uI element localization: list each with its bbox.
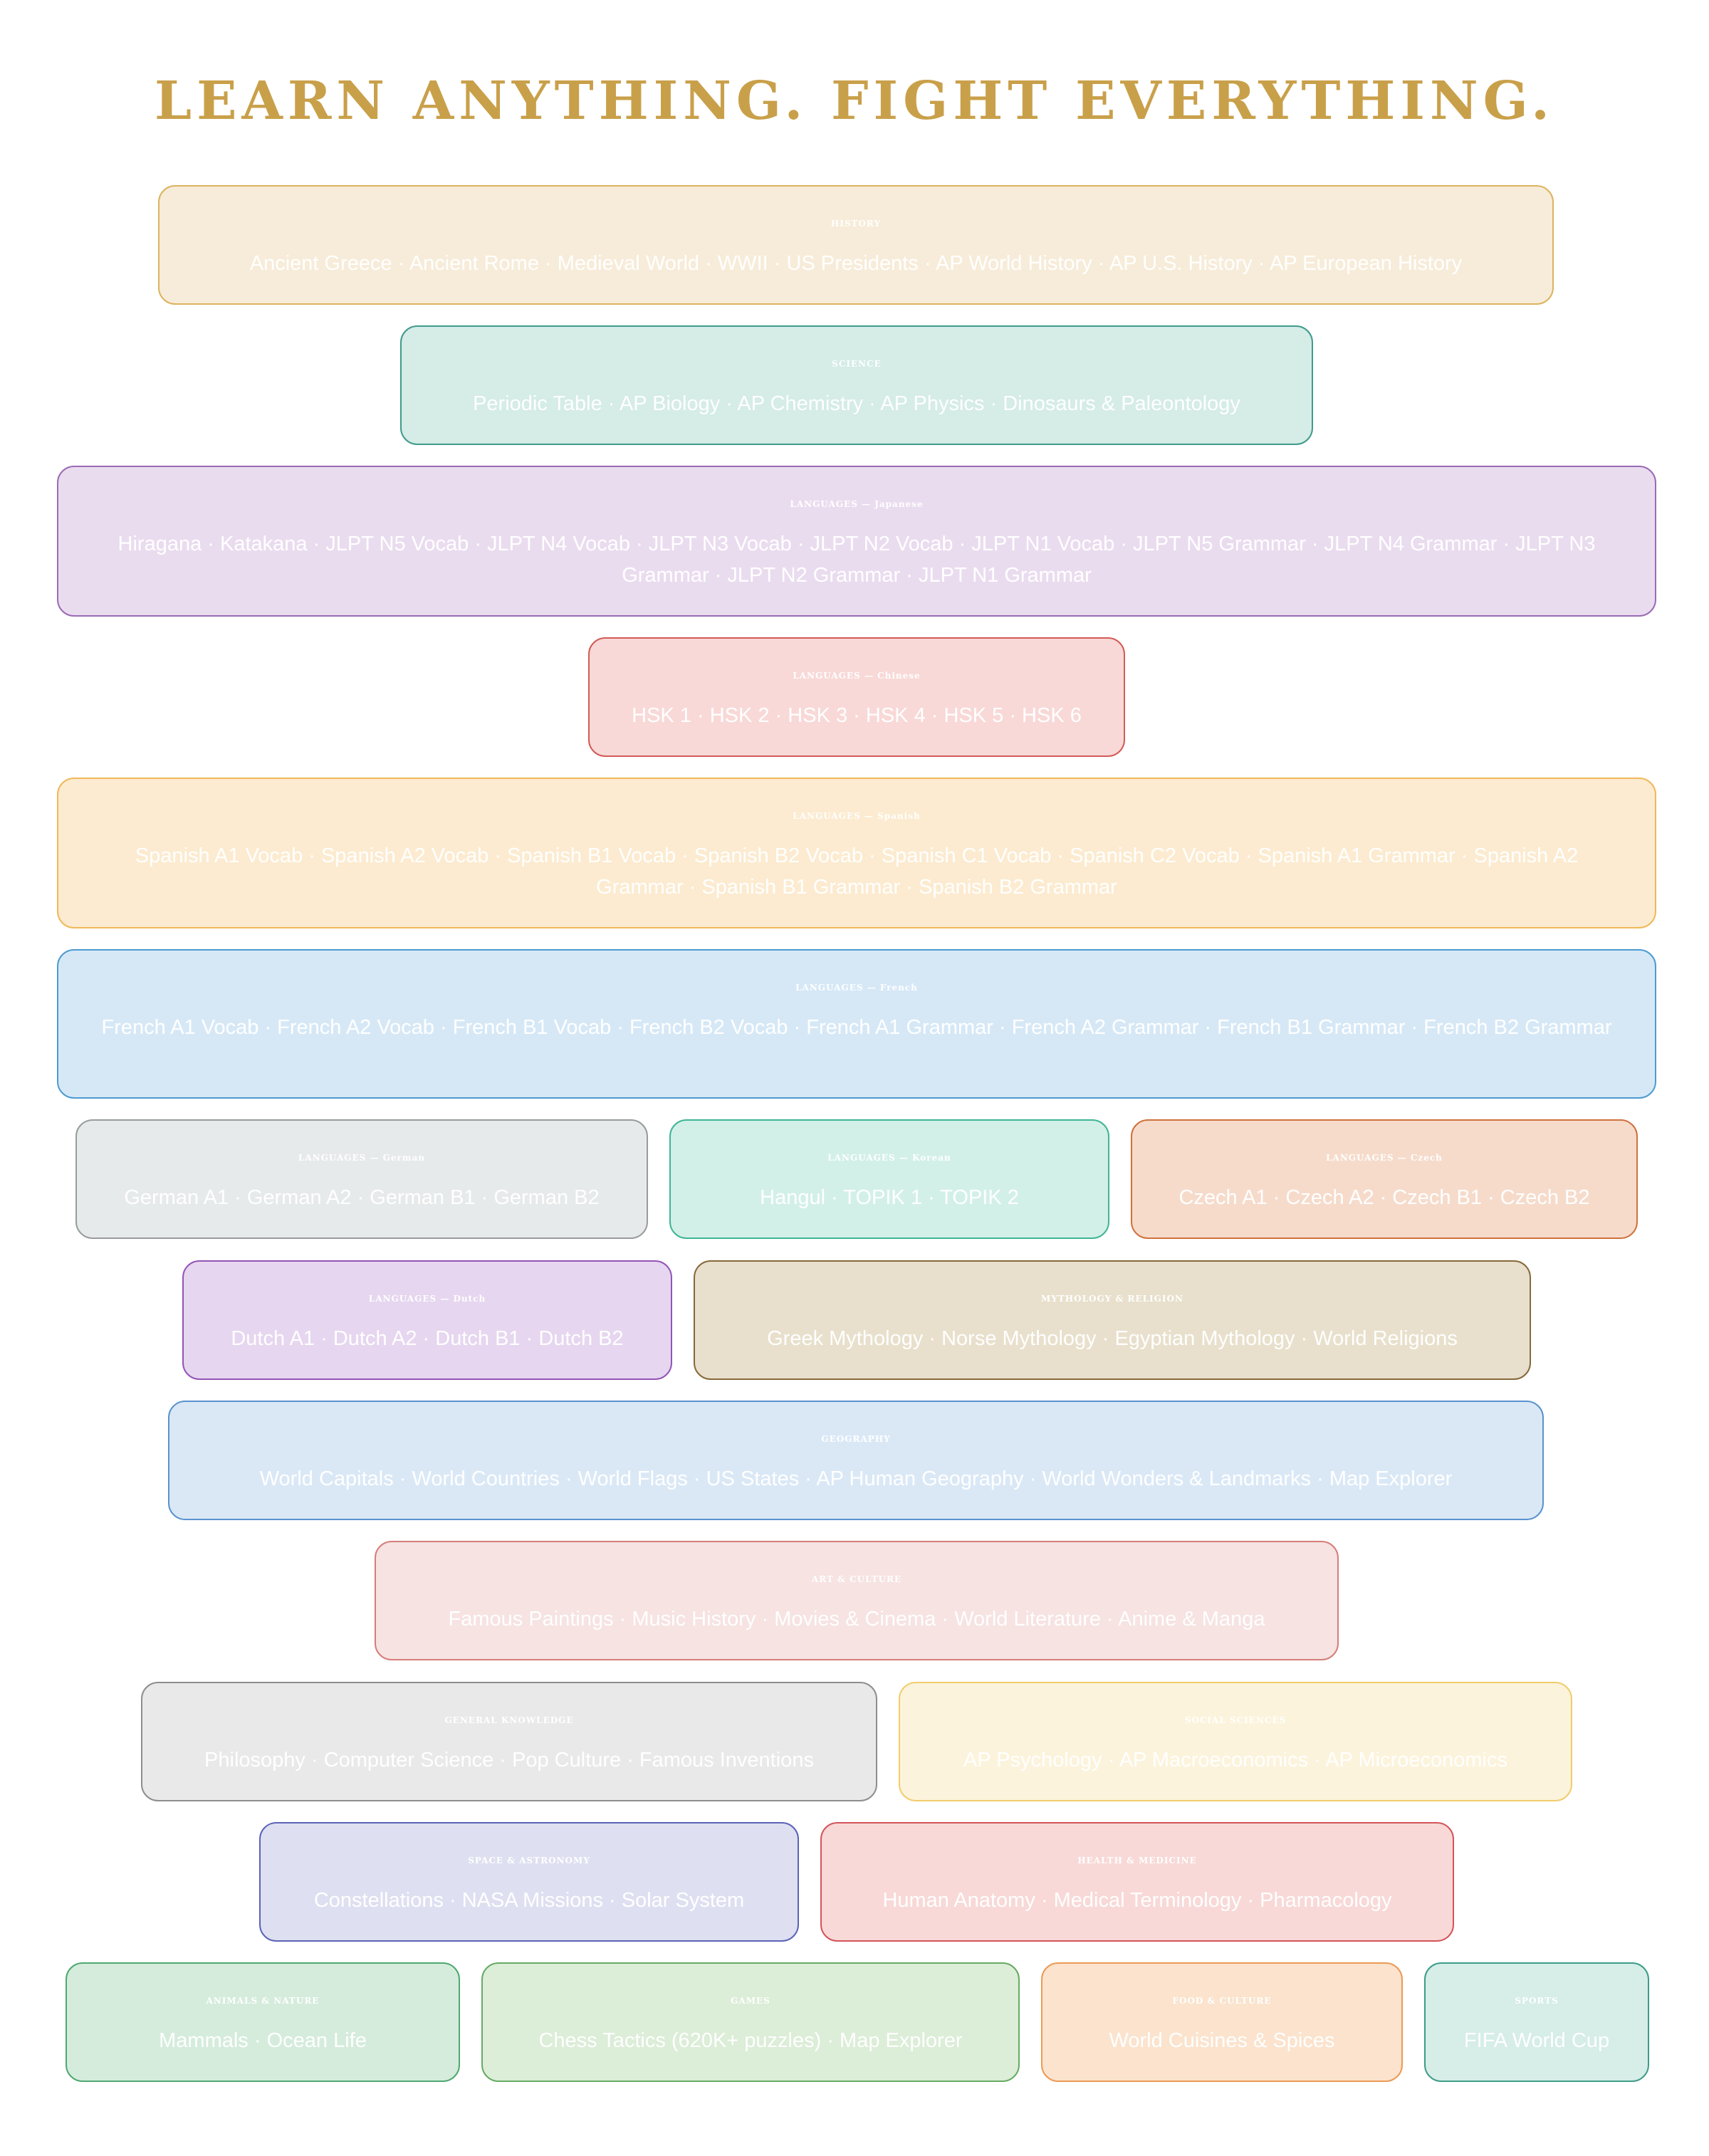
category-title: ANIMALS & NATURE	[206, 1996, 320, 2006]
category-topics: Famous Paintings · Music History · Movie…	[448, 1608, 1265, 1631]
category-title: GEOGRAPHY	[821, 1434, 891, 1444]
category-topics: World Cuisines & Spices	[1109, 2029, 1335, 2052]
category-topics: AP Psychology · AP Macroeconomics · AP M…	[963, 1749, 1507, 1772]
category-title: GENERAL KNOWLEDGE	[444, 1715, 574, 1725]
category-title: LANGUAGES — Dutch	[368, 1294, 486, 1304]
category-title: HEALTH & MEDICINE	[1077, 1856, 1197, 1865]
category-card-languages-korean[interactable]: LANGUAGES — Korean Hangul · TOPIK 1 · TO…	[669, 1119, 1109, 1239]
category-card-science[interactable]: SCIENCE Periodic Table · AP Biology · AP…	[400, 325, 1313, 445]
category-topics: Hiragana · Katakana · JLPT N5 Vocab · JL…	[117, 533, 1596, 587]
category-topics: Dutch A1 · Dutch A2 · Dutch B1 · Dutch B…	[231, 1327, 624, 1350]
category-title: LANGUAGES — Chinese	[793, 671, 921, 681]
category-title: ART & CULTURE	[811, 1574, 902, 1584]
category-card-general-knowledge[interactable]: GENERAL KNOWLEDGE Philosophy · Computer …	[141, 1682, 877, 1801]
category-title: HISTORY	[830, 219, 882, 229]
category-topics: HSK 1 · HSK 2 · HSK 3 · HSK 4 · HSK 5 · …	[632, 704, 1082, 727]
category-card-geography[interactable]: GEOGRAPHY World Capitals · World Countri…	[168, 1401, 1544, 1520]
category-card-history[interactable]: HISTORY Ancient Greece · Ancient Rome · …	[158, 185, 1554, 305]
category-title: SOCIAL SCIENCES	[1184, 1715, 1287, 1725]
category-topics: French A1 Vocab · French A2 Vocab · Fren…	[101, 1016, 1612, 1039]
category-topics: Constellations · NASA Missions · Solar S…	[313, 1889, 745, 1912]
category-topics: Chess Tactics (620K+ puzzles) · Map Expl…	[538, 2029, 963, 2052]
category-card-languages-french[interactable]: LANGUAGES — French French A1 Vocab · Fre…	[57, 949, 1656, 1099]
category-topics: Ancient Greece · Ancient Rome · Medieval…	[249, 252, 1463, 275]
category-topics: Mammals · Ocean Life	[159, 2029, 367, 2052]
category-card-sports[interactable]: SPORTS FIFA World Cup	[1424, 1962, 1649, 2082]
category-topics: Periodic Table · AP Biology · AP Chemist…	[473, 392, 1240, 415]
category-card-social-sciences[interactable]: SOCIAL SCIENCES AP Psychology · AP Macro…	[899, 1682, 1572, 1801]
category-card-space-astronomy[interactable]: SPACE & ASTRONOMY Constellations · NASA …	[259, 1822, 799, 1942]
category-title: FOOD & CULTURE	[1172, 1996, 1272, 2006]
category-topics: Czech A1 · Czech A2 · Czech B1 · Czech B…	[1178, 1186, 1590, 1209]
category-card-health-medicine[interactable]: HEALTH & MEDICINE Human Anatomy · Medica…	[820, 1822, 1454, 1942]
category-card-mythology-religion[interactable]: MYTHOLOGY & RELIGION Greek Mythology · N…	[694, 1260, 1531, 1380]
category-card-languages-japanese[interactable]: LANGUAGES — Japanese Hiragana · Katakana…	[57, 466, 1656, 617]
category-title: LANGUAGES — Korean	[827, 1153, 951, 1163]
category-topics: Hangul · TOPIK 1 · TOPIK 2	[760, 1186, 1019, 1209]
category-card-languages-dutch[interactable]: LANGUAGES — Dutch Dutch A1 · Dutch A2 · …	[182, 1260, 672, 1380]
category-topics: Spanish A1 Vocab · Spanish A2 Vocab · Sp…	[135, 844, 1579, 899]
category-title: SPORTS	[1515, 1996, 1559, 2006]
category-topics: FIFA World Cup	[1463, 2029, 1610, 2052]
category-card-languages-german[interactable]: LANGUAGES — German German A1 · German A2…	[75, 1119, 648, 1239]
category-title: LANGUAGES — German	[298, 1153, 426, 1163]
category-card-food-culture[interactable]: FOOD & CULTURE World Cuisines & Spices	[1041, 1962, 1403, 2082]
category-card-games[interactable]: GAMES Chess Tactics (620K+ puzzles) · Ma…	[481, 1962, 1020, 2082]
category-title: SCIENCE	[832, 359, 882, 369]
category-card-art-culture[interactable]: ART & CULTURE Famous Paintings · Music H…	[375, 1541, 1339, 1660]
category-topics: Philosophy · Computer Science · Pop Cult…	[204, 1749, 814, 1772]
category-card-animals-nature[interactable]: ANIMALS & NATURE Mammals · Ocean Life	[66, 1962, 460, 2082]
category-card-languages-spanish[interactable]: LANGUAGES — Spanish Spanish A1 Vocab · S…	[57, 778, 1656, 928]
category-title: MYTHOLOGY & RELIGION	[1041, 1294, 1183, 1304]
category-title: GAMES	[731, 1996, 770, 2006]
category-topics: Greek Mythology · Norse Mythology · Egyp…	[767, 1327, 1458, 1350]
category-card-languages-chinese[interactable]: LANGUAGES — Chinese HSK 1 · HSK 2 · HSK …	[588, 637, 1125, 757]
page-title: LEARN ANYTHING. FIGHT EVERYTHING.	[155, 70, 1554, 132]
category-title: LANGUAGES — Czech	[1326, 1153, 1443, 1163]
category-card-languages-czech[interactable]: LANGUAGES — Czech Czech A1 · Czech A2 · …	[1131, 1119, 1638, 1239]
category-title: LANGUAGES — French	[795, 983, 918, 993]
category-title: SPACE & ASTRONOMY	[468, 1856, 590, 1865]
category-topics: German A1 · German A2 · German B1 · Germ…	[124, 1186, 600, 1209]
category-topics: Human Anatomy · Medical Terminology · Ph…	[882, 1889, 1392, 1912]
category-topics: World Capitals · World Countries · World…	[259, 1467, 1453, 1490]
category-title: LANGUAGES — Spanish	[793, 811, 921, 821]
category-title: LANGUAGES — Japanese	[790, 499, 924, 509]
